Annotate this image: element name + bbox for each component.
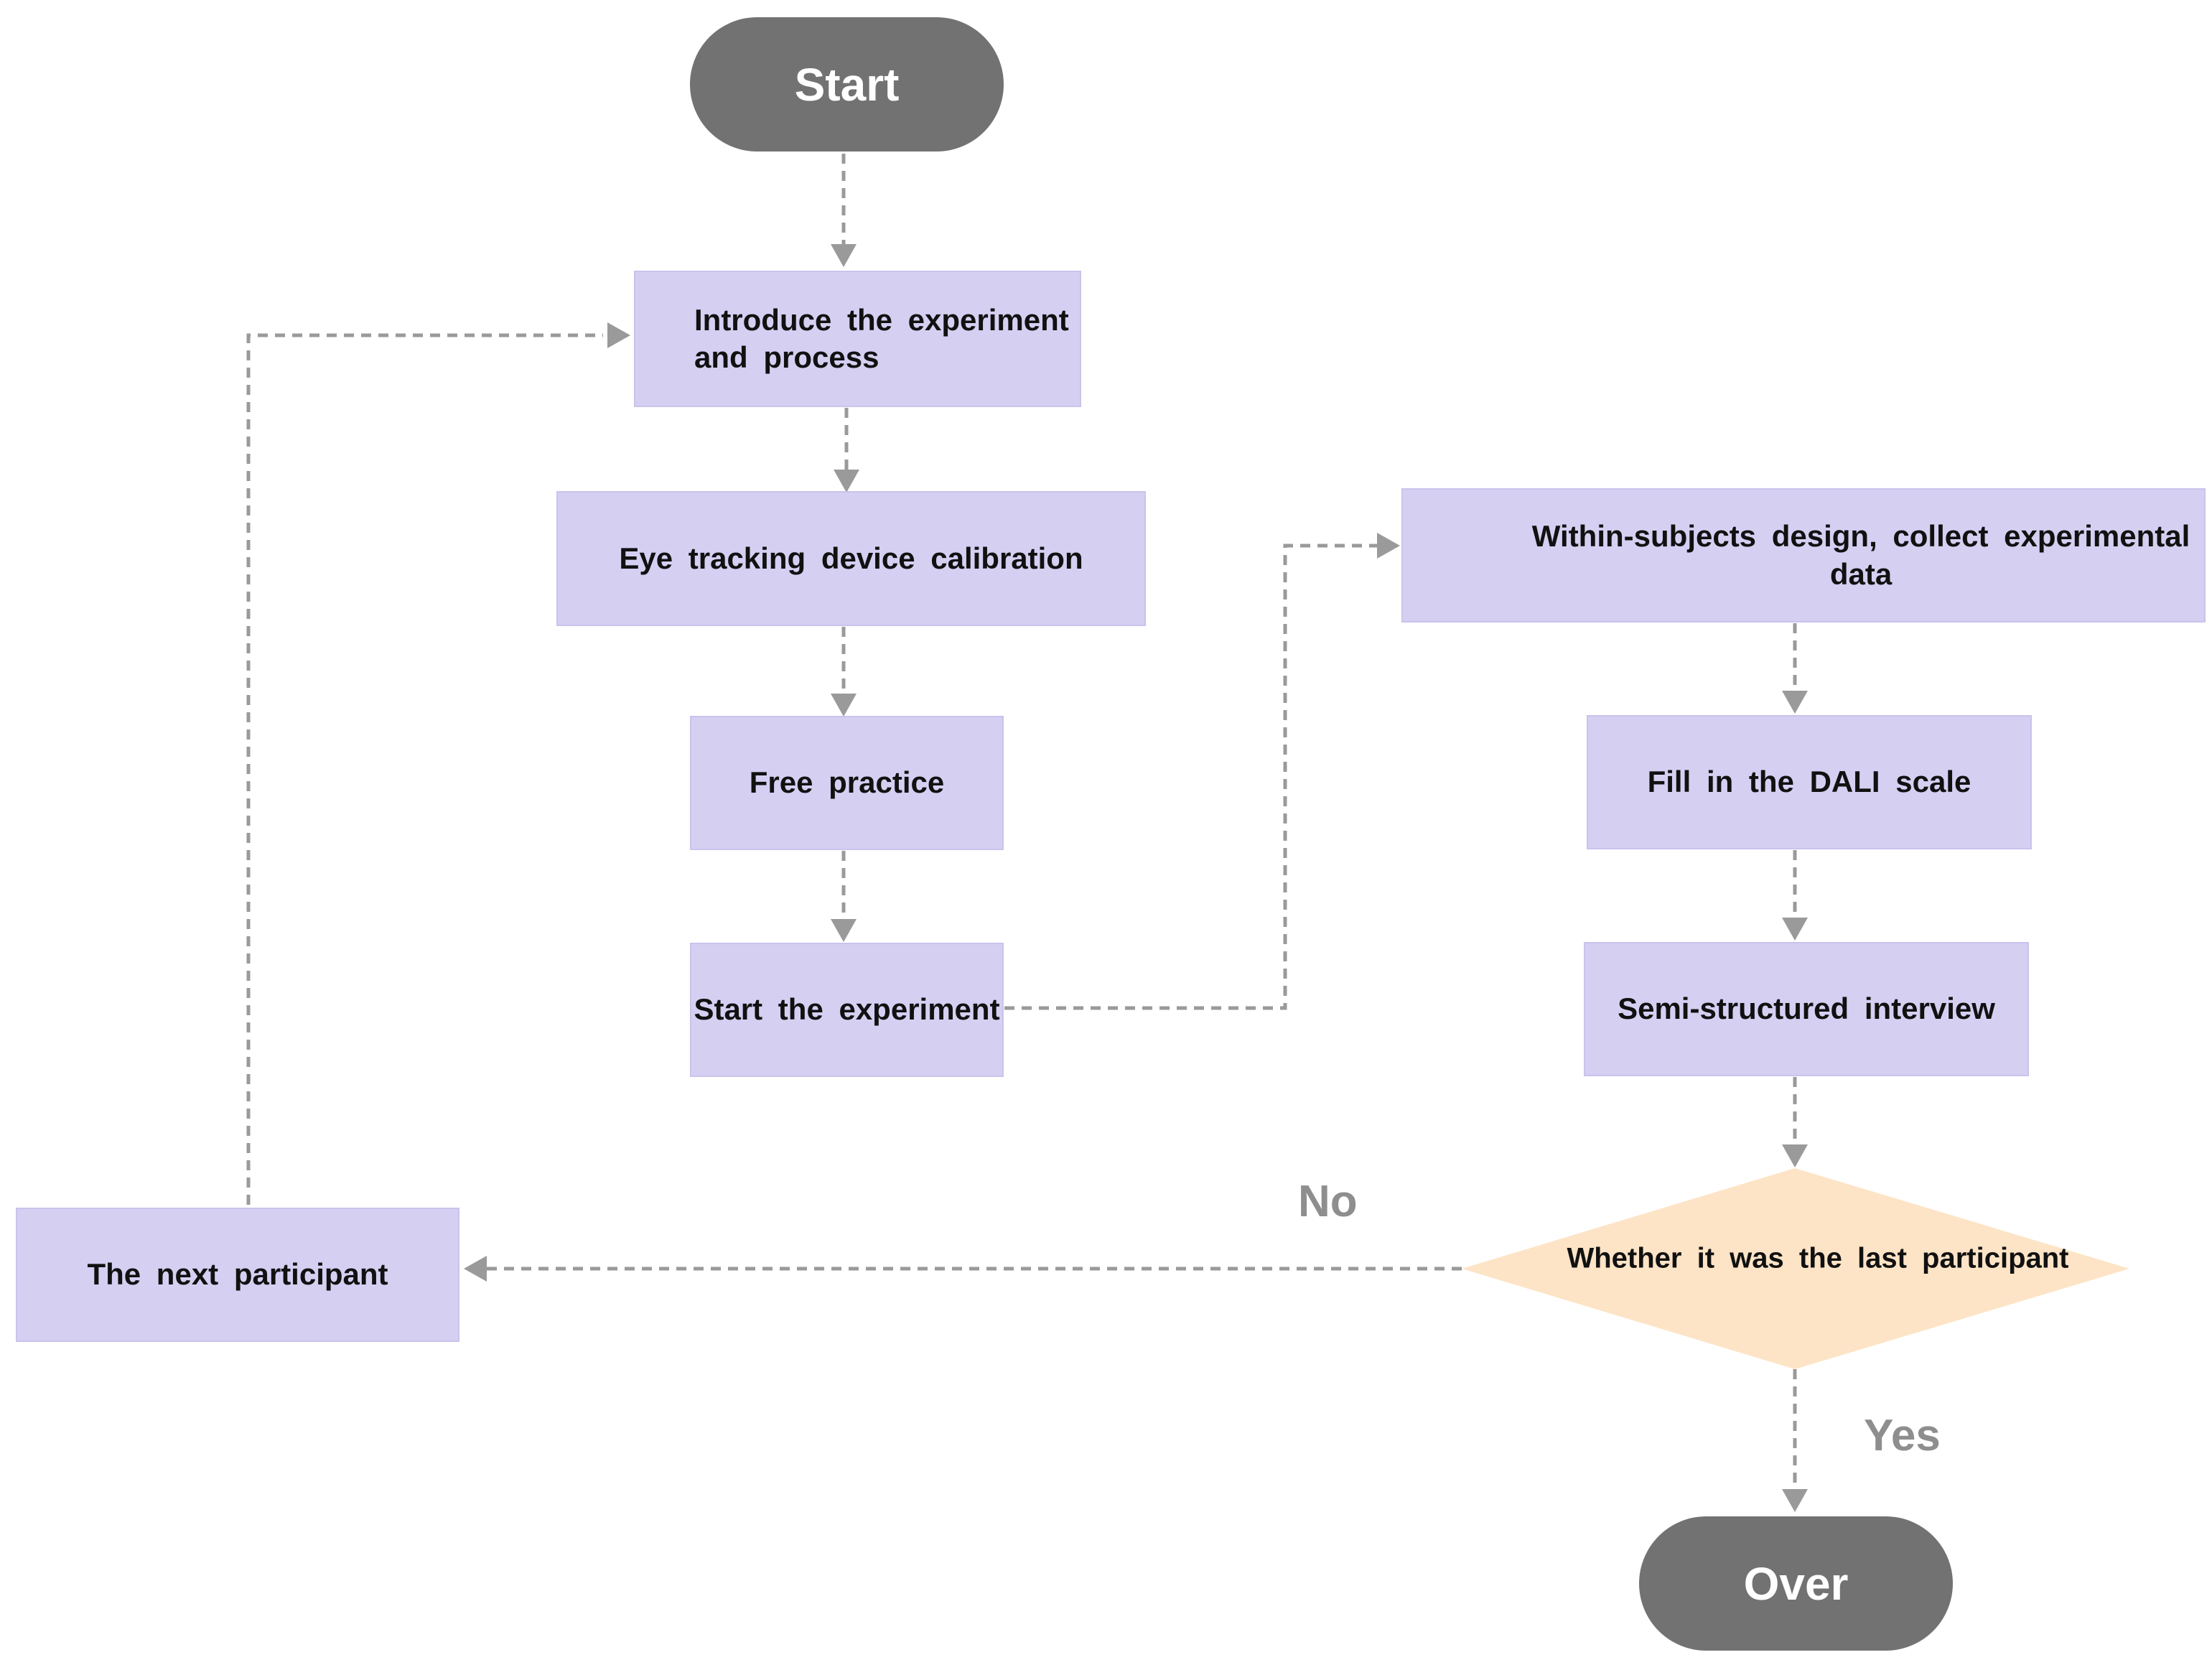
arrowhead-dali — [1782, 691, 1808, 714]
free-practice-step: Free practice — [690, 716, 1004, 850]
edge-label-yes: Yes — [1864, 1411, 1941, 1460]
arrowhead-calibration — [834, 470, 859, 493]
edge-label-no: No — [1298, 1177, 1358, 1226]
calibration-step: Eye tracking device calibration — [556, 491, 1146, 626]
edge-next-participant-to-introduce — [246, 333, 603, 1205]
arrowhead-within-subjects — [1377, 533, 1400, 559]
over-terminal: Over — [1639, 1516, 1953, 1651]
introduce-experiment-label: Introduce the experiment and process — [694, 302, 1069, 375]
within-subjects-step: Within-subjects design, collect experime… — [1401, 488, 2206, 622]
arrowhead-interview — [1782, 918, 1808, 941]
interview-step: Semi-structured interview — [1584, 942, 2029, 1076]
arrowhead-over — [1782, 1489, 1808, 1512]
dali-scale-step: Fill in the DALI scale — [1587, 715, 2032, 849]
arrowhead-practice — [831, 694, 857, 717]
next-participant-step: The next participant — [16, 1208, 459, 1342]
introduce-experiment-step: Introduce the experiment and process — [634, 271, 1081, 407]
edge-start-experiment-to-within-subjects — [1004, 544, 1378, 1010]
start-terminal: Start — [690, 17, 1004, 151]
arrowhead-introduce — [831, 244, 857, 267]
decision-diamond — [1462, 1168, 2129, 1369]
start-experiment-step: Start the experiment — [690, 943, 1004, 1077]
arrowhead-start-experiment — [831, 919, 857, 942]
decision-label: Whether it was the last participant — [1567, 1242, 2069, 1274]
arrowhead-decision — [1782, 1144, 1808, 1167]
arrowhead-next-participant — [464, 1256, 487, 1282]
arrowhead-introduce-loop — [607, 322, 630, 348]
